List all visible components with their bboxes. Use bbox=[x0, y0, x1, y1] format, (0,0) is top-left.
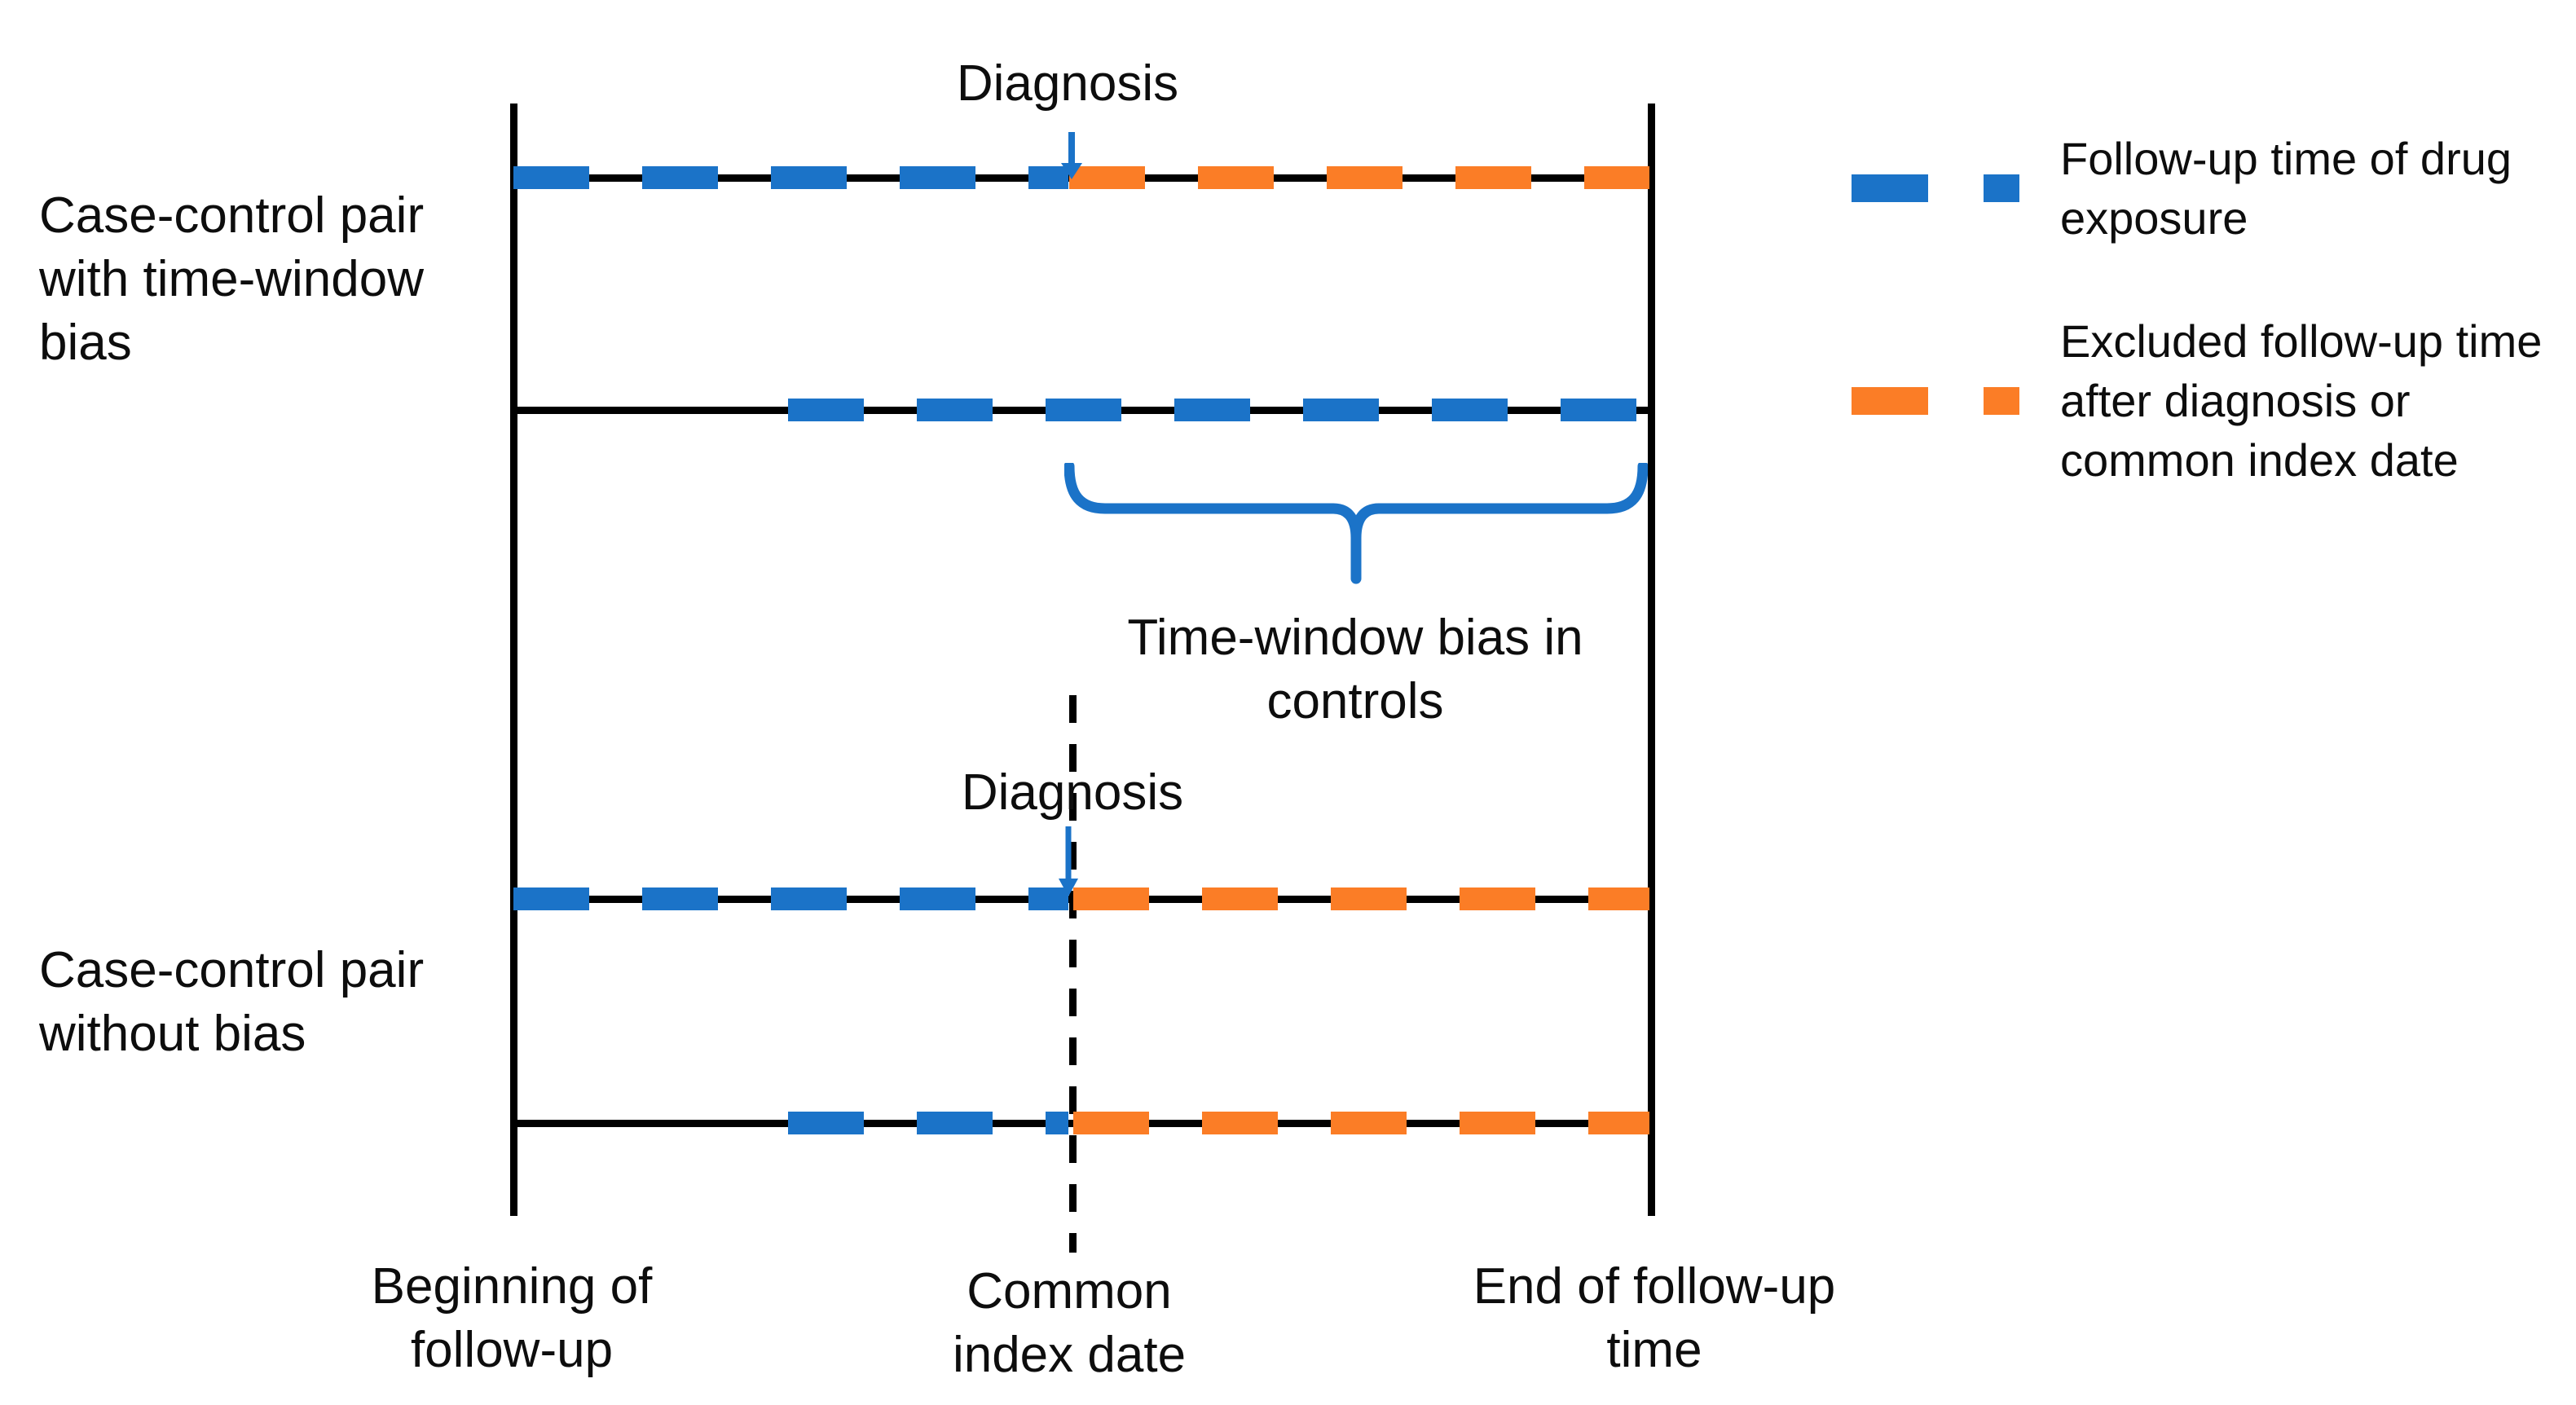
legend-excluded-text: Excluded follow-up time after diagnosis … bbox=[2060, 311, 2542, 490]
exposure-dash bbox=[1174, 399, 1250, 421]
excluded-dash bbox=[1198, 166, 1274, 189]
orange-dash-short-icon bbox=[1984, 386, 2019, 415]
blue-dash-long-icon bbox=[1852, 174, 1928, 202]
exposure-dash bbox=[1561, 399, 1636, 421]
diagnosis-arrow-icon bbox=[1059, 826, 1078, 896]
exposure-dash bbox=[1046, 399, 1121, 421]
label-line: with time-window bbox=[39, 251, 425, 307]
excluded-dash bbox=[1202, 887, 1278, 910]
exposure-dash bbox=[771, 166, 847, 189]
label-line: common index date bbox=[2060, 434, 2459, 486]
label-line: Common bbox=[967, 1263, 1172, 1319]
exposure-dash bbox=[1432, 399, 1508, 421]
excluded-dash bbox=[1331, 1112, 1407, 1134]
exposure-dash-swatch-icon bbox=[1852, 174, 2023, 202]
exposure-dash bbox=[900, 887, 975, 910]
legend-exposure-text: Follow-up time of drug exposure bbox=[2060, 129, 2512, 248]
label-line: Excluded follow-up time bbox=[2060, 315, 2543, 367]
exposure-dash bbox=[642, 887, 718, 910]
label-line: time bbox=[1606, 1322, 1702, 1378]
excluded-dash bbox=[1455, 166, 1531, 189]
exposure-dash bbox=[1046, 1112, 1068, 1134]
label-line: controls bbox=[1266, 673, 1444, 729]
exposure-dash bbox=[917, 399, 993, 421]
label-line: follow-up bbox=[410, 1322, 614, 1378]
excluded-dash bbox=[1073, 1112, 1149, 1134]
label-line: End of follow-up bbox=[1473, 1258, 1836, 1315]
legend-item-excluded: Excluded follow-up time after diagnosis … bbox=[1852, 311, 2542, 490]
exposure-dash bbox=[771, 887, 847, 910]
beginning-of-follow-up-line bbox=[510, 104, 517, 1216]
excluded-dash bbox=[1460, 1112, 1535, 1134]
exposure-dash bbox=[788, 399, 864, 421]
blue-dash-short-icon bbox=[1984, 174, 2019, 202]
exposure-dash bbox=[900, 166, 975, 189]
exposure-dash bbox=[1303, 399, 1379, 421]
axis-label-common-index-date: Common index date bbox=[906, 1260, 1232, 1387]
label-line: Case-control pair bbox=[39, 187, 425, 244]
excluded-dash bbox=[1460, 887, 1535, 910]
label-line: after diagnosis or bbox=[2060, 375, 2411, 426]
common-index-date-dashed-line bbox=[1069, 695, 1077, 1253]
excluded-dash bbox=[1327, 166, 1402, 189]
diagnosis-label-top: Diagnosis bbox=[956, 55, 1179, 112]
label-line: bias bbox=[39, 315, 132, 371]
excluded-dash bbox=[1073, 887, 1149, 910]
label-line: index date bbox=[952, 1327, 1187, 1383]
label-line: Case-control pair bbox=[39, 942, 425, 998]
exposure-dash bbox=[1028, 887, 1068, 910]
axis-label-end-of-follow-up-time: End of follow-up time bbox=[1459, 1255, 1850, 1382]
diagnosis-label-bottom: Diagnosis bbox=[961, 764, 1184, 821]
exposure-dash bbox=[513, 166, 589, 189]
excluded-dash bbox=[1588, 887, 1649, 910]
label-line: without bias bbox=[39, 1006, 306, 1062]
excluded-dash bbox=[1588, 1112, 1649, 1134]
time-window-bias-brace-icon bbox=[1064, 463, 1648, 584]
axis-label-beginning-of-follow-up: Beginning of follow-up bbox=[349, 1255, 675, 1382]
exposure-dash bbox=[917, 1112, 993, 1134]
label-line: Follow-up time of drug bbox=[2060, 133, 2512, 184]
excluded-dash-swatch-icon bbox=[1852, 386, 2023, 415]
label-case-control-pair-with-bias: Case-control pair with time-window bias bbox=[39, 184, 495, 375]
label-line: exposure bbox=[2060, 192, 2248, 244]
orange-dash-long-icon bbox=[1852, 386, 1928, 415]
time-window-bias-in-controls-label: Time-window bias in controls bbox=[1070, 606, 1640, 733]
label-case-control-pair-without-bias: Case-control pair without bias bbox=[39, 939, 495, 1066]
diagnosis-arrow-icon bbox=[1061, 132, 1082, 179]
label-line: Time-window bias in bbox=[1127, 610, 1583, 666]
excluded-dash bbox=[1069, 166, 1145, 189]
end-of-follow-up-line bbox=[1648, 104, 1655, 1216]
legend-item-exposure: Follow-up time of drug exposure bbox=[1852, 129, 2512, 248]
exposure-dash bbox=[788, 1112, 864, 1134]
excluded-dash bbox=[1584, 166, 1649, 189]
exposure-dash bbox=[1028, 166, 1068, 189]
exposure-dash bbox=[642, 166, 718, 189]
exposure-dash bbox=[513, 887, 589, 910]
excluded-dash bbox=[1331, 887, 1407, 910]
label-line: Beginning of bbox=[371, 1258, 653, 1315]
excluded-dash bbox=[1202, 1112, 1278, 1134]
